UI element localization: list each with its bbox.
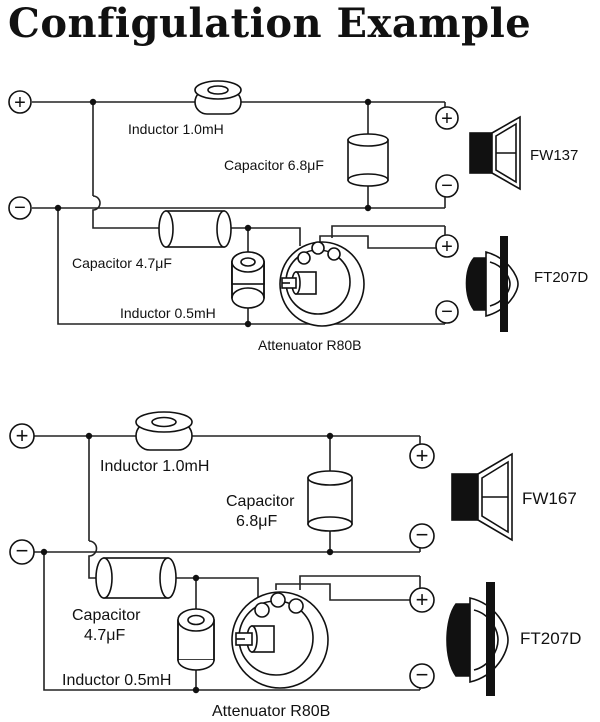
inductor-1mh-label: Inductor 1.0mH [100,458,209,475]
svg-text:−: − [441,175,453,197]
capacitor-6-8uf [347,133,389,187]
capacitor-6-8uf [307,470,353,532]
input-minus-terminal: − [9,538,35,565]
woofer-minus-terminal: − [435,174,459,198]
attenuator-r80b [279,241,365,327]
svg-text:+: + [14,92,26,114]
inductor-1mh-label: Inductor 1.0mH [128,121,224,137]
example-2: + − Inductor 1.0mH Capacitor 6.8μF Capac… [9,411,581,720]
woofer-plus-terminal: + [435,106,459,130]
svg-text:+: + [416,443,429,468]
woofer-fw137 [469,115,521,191]
svg-text:+: + [441,236,453,258]
woofer-fw167 [451,452,513,542]
tweeter-plus-terminal: + [409,587,435,613]
inductor-0-5mh-label: Inductor 0.5mH [62,672,171,689]
capacitor-4-7uf-label: Capacitor 4.7μF [72,255,172,271]
attenuator-r80b-label: Attenuator R80B [258,337,362,353]
svg-text:−: − [441,301,453,323]
node-dot [85,432,93,440]
woofer-fw137-label: FW137 [530,147,578,164]
capacitor-4-7uf [95,557,177,599]
inductor-1mh [135,411,193,451]
node-dot [89,98,97,106]
node-dot [244,320,252,328]
capacitor-6-8uf-label-line1: Capacitor [226,493,295,510]
inductor-0-5mh [231,251,265,309]
wiring [32,432,420,694]
woofer-plus-terminal: + [409,443,435,469]
tweeter-plus-terminal: + [435,234,459,258]
inductor-0-5mh-label: Inductor 0.5mH [120,305,216,321]
node-dot [326,548,334,556]
node-dot [326,432,334,440]
attenuator-r80b [231,591,329,689]
woofer-minus-terminal: − [409,522,435,549]
input-minus-terminal: − [8,196,32,220]
svg-text:−: − [416,662,429,687]
inductor-1mh [194,80,242,115]
node-dot [364,98,372,106]
input-plus-terminal: + [9,423,35,449]
node-dot [40,548,48,556]
tweeter-ft207d-label: FT207D [534,269,588,286]
capacitor-4-7uf-label-line2: 4.7μF [84,627,125,644]
tweeter-minus-terminal: − [435,300,459,324]
capacitor-4-7uf [158,210,232,248]
example-1: + − Inductor 1.0mH Capacitor 6.8μF Capac… [8,80,588,353]
svg-text:−: − [416,522,429,547]
svg-text:+: + [416,587,429,612]
node-dot [244,224,252,232]
attenuator-r80b-label: Attenuator R80B [212,703,330,720]
inductor-0-5mh [177,608,215,671]
svg-text:−: − [14,197,26,219]
capacitor-4-7uf-label-line1: Capacitor [72,607,141,624]
svg-text:+: + [441,108,453,130]
capacitor-6-8uf-label: Capacitor 6.8μF [224,157,324,173]
page-title: Configulation Example [8,0,532,47]
tweeter-ft207d-label: FT207D [520,629,581,648]
svg-text:−: − [16,538,29,563]
tweeter-minus-terminal: − [409,662,435,689]
node-dot [192,686,200,694]
tweeter-ft207d [465,236,519,332]
tweeter-ft207d [446,582,509,696]
capacitor-6-8uf-label-line2: 6.8μF [236,513,277,530]
node-dot [54,204,62,212]
node-dot [192,574,200,582]
input-plus-terminal: + [8,90,32,114]
woofer-fw167-label: FW167 [522,489,577,508]
node-dot [364,204,372,212]
svg-text:+: + [16,423,29,448]
